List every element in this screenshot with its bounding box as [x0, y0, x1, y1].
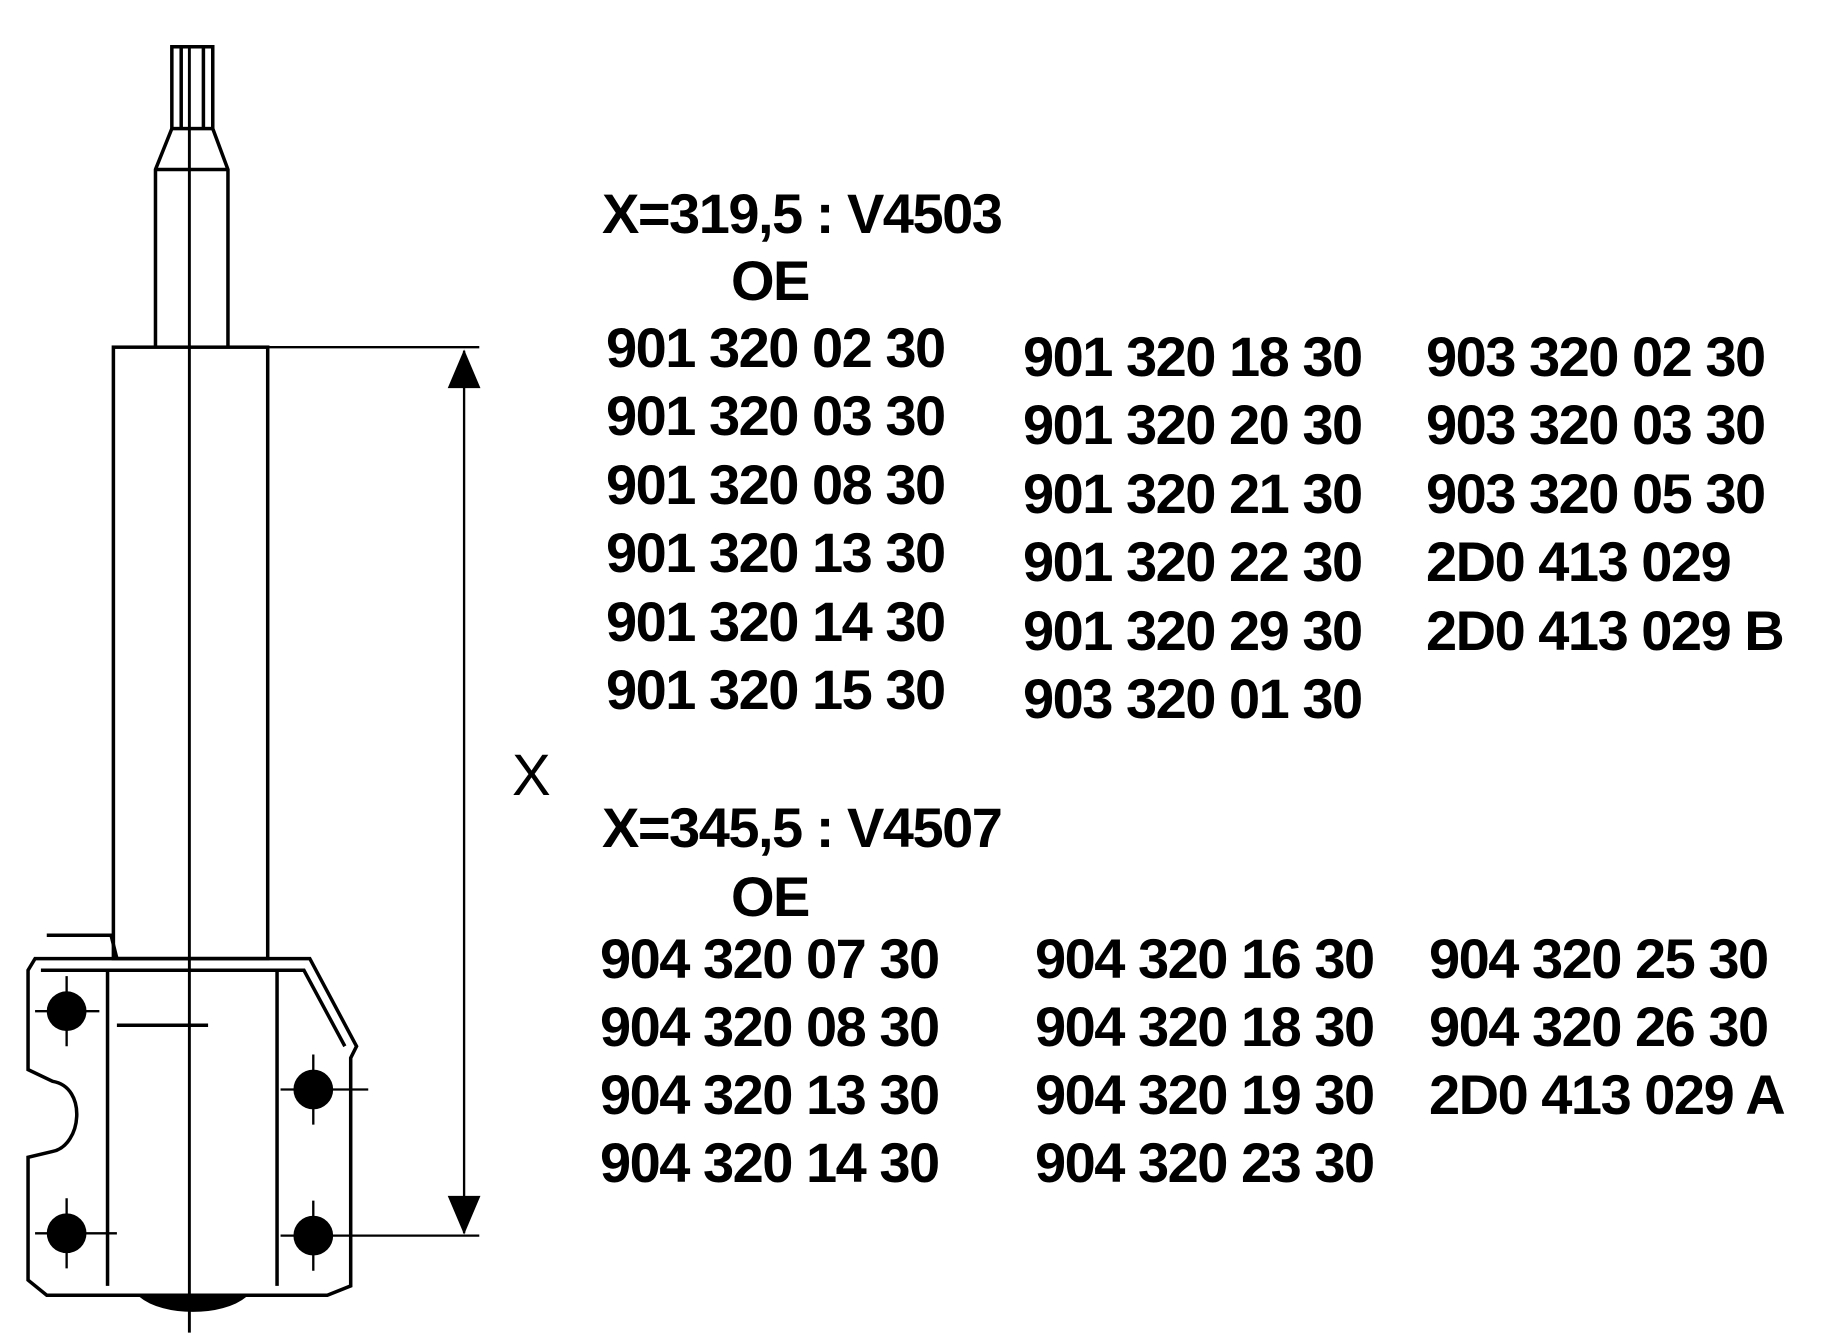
- oe-part-number: 901 320 29 30: [1023, 598, 1363, 662]
- oe-part-number: 2D0 413 029 B: [1426, 598, 1785, 662]
- oe-part-number: 903 320 01 30: [1023, 667, 1363, 730]
- oe-part-number: 901 320 15 30: [606, 658, 946, 721]
- oe-part-number: 901 320 08 30: [606, 452, 946, 516]
- oe-part-number: 903 320 02 30: [1426, 325, 1766, 388]
- oe-label: OE: [731, 865, 810, 928]
- oe-part-number: 903 320 03 30: [1426, 393, 1766, 457]
- oe-part-number: 904 320 23 30: [1035, 1131, 1375, 1194]
- oe-part-number: 904 320 08 30: [600, 995, 940, 1058]
- oe-part-number: 2D0 413 029: [1426, 530, 1732, 594]
- oe-part-number: 904 320 19 30: [1035, 1063, 1375, 1126]
- group-header: X=319,5 : V4503: [602, 182, 1003, 245]
- oe-part-number: 904 320 25 30: [1429, 927, 1769, 990]
- oe-part-number: 904 320 13 30: [600, 1063, 940, 1126]
- oe-part-number: 901 320 13 30: [606, 521, 946, 585]
- oe-part-number: 904 320 18 30: [1035, 995, 1375, 1058]
- oe-label: OE: [731, 249, 810, 312]
- oe-part-number: 901 320 20 30: [1023, 393, 1363, 457]
- oe-part-number: 904 320 26 30: [1429, 995, 1769, 1058]
- oe-part-number: 903 320 05 30: [1426, 461, 1766, 525]
- oe-part-number: 901 320 18 30: [1023, 325, 1363, 388]
- oe-part-number: 904 320 16 30: [1035, 927, 1375, 990]
- oe-part-number: 2D0 413 029 A: [1429, 1063, 1786, 1126]
- oe-part-number: 901 320 02 30: [606, 316, 946, 379]
- oe-part-number: 901 320 21 30: [1023, 461, 1363, 525]
- dimension-line: [267, 346, 481, 1237]
- oe-part-number: 901 320 22 30: [1023, 530, 1363, 594]
- piston-rod: [153, 45, 230, 348]
- oe-part-number: 904 320 14 30: [600, 1131, 940, 1194]
- oe-part-number: 901 320 14 30: [606, 589, 946, 653]
- oe-part-number: 901 320 03 30: [606, 384, 946, 448]
- dimension-label: X: [512, 743, 551, 808]
- oe-part-number: 904 320 07 30: [600, 927, 940, 990]
- group-header: X=345,5 : V4507: [602, 796, 1003, 859]
